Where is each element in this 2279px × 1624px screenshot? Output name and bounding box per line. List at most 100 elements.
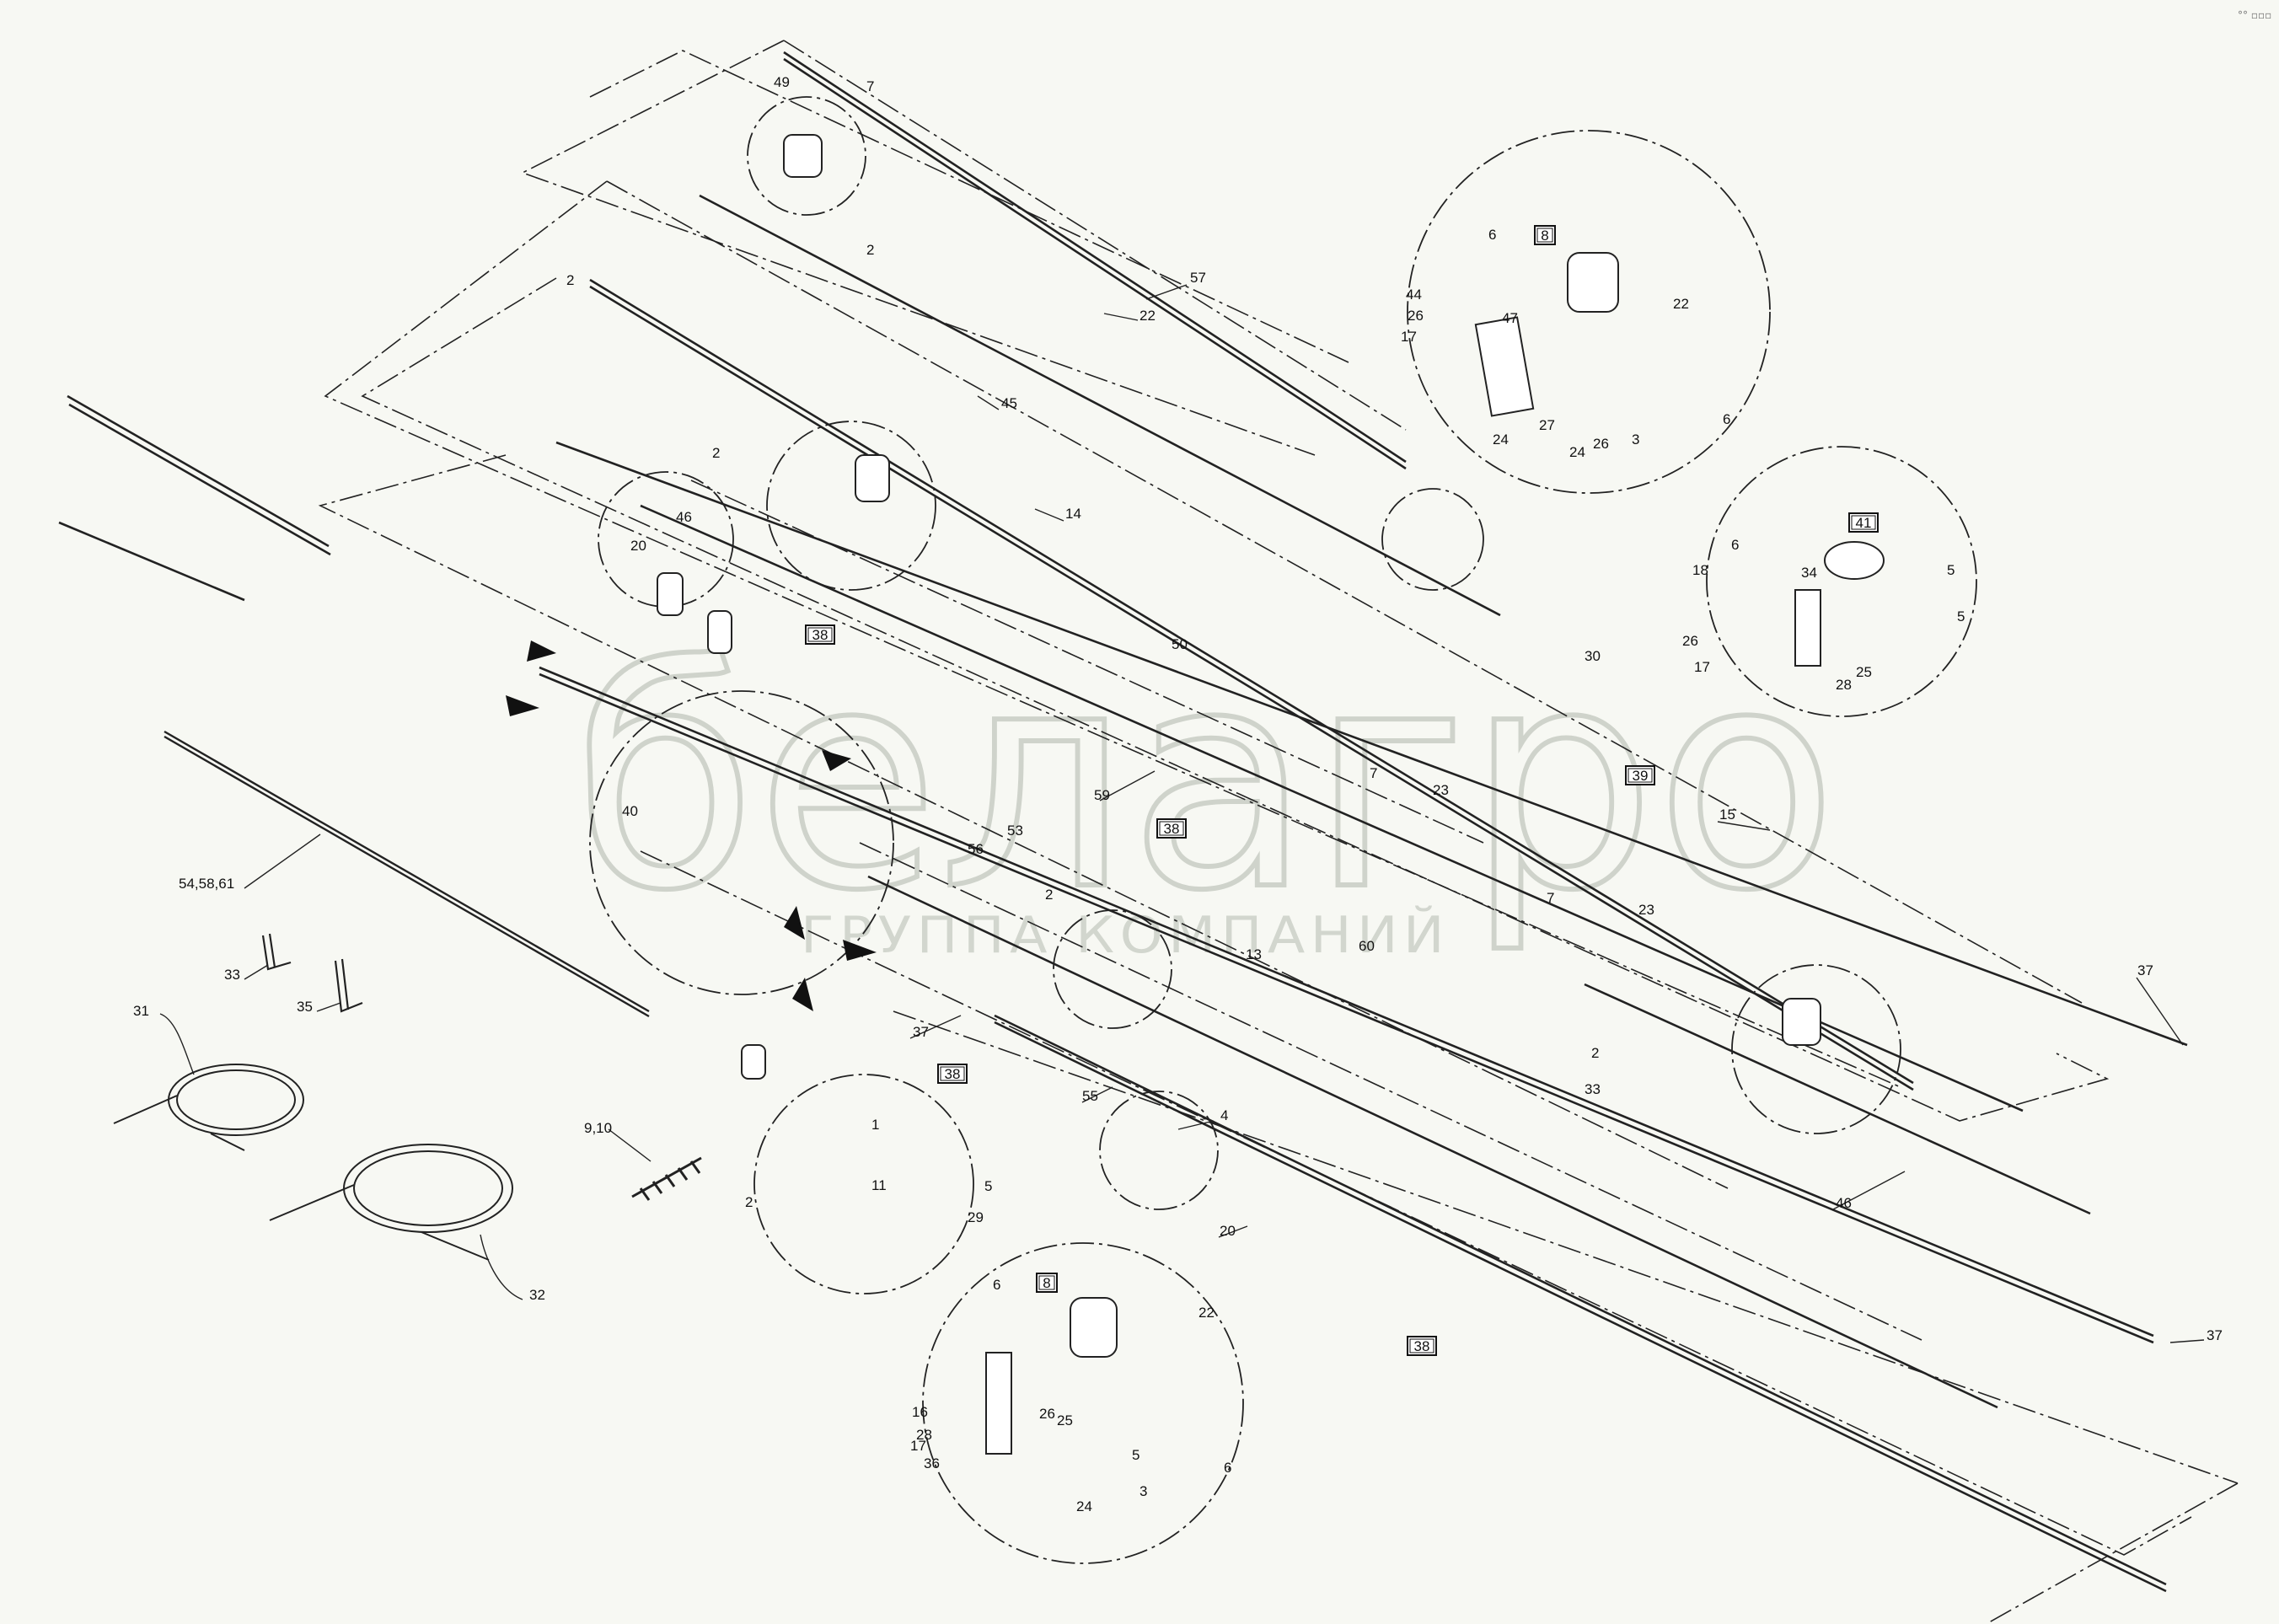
boxed-callout-text: 38: [1414, 1338, 1430, 1354]
boxed-part-callout: 38: [805, 624, 835, 645]
boxed-callout-text: 39: [1633, 768, 1649, 784]
part-callout: 5: [984, 1178, 992, 1194]
part-callout: 26: [1682, 633, 1698, 649]
part-callout: 40: [622, 803, 638, 819]
callout-box-inner: [1159, 821, 1184, 836]
part-callout: 24: [1569, 444, 1585, 460]
callout-box-inner: [807, 627, 833, 642]
part-callout: 30: [1585, 648, 1601, 664]
part-callout: 17: [910, 1438, 926, 1454]
part-callout: 20: [1220, 1223, 1236, 1239]
part-callout: 26: [1408, 308, 1424, 324]
part-callout: 32: [529, 1287, 545, 1303]
part-callout: 16: [912, 1404, 928, 1420]
callout-box-inner: [1038, 1275, 1055, 1290]
part-callout: 1: [871, 1117, 879, 1133]
part-callout: 6: [993, 1277, 1000, 1293]
part-callout: 5: [1947, 562, 1955, 578]
part-callout: 55: [1082, 1088, 1098, 1104]
callout-box-inner: [940, 1066, 965, 1081]
rod-part: [164, 730, 650, 1018]
part-callout: 25: [1856, 664, 1872, 680]
valve-details: [657, 134, 1885, 1455]
part-callout: 7: [1370, 765, 1377, 781]
part-callout: 13: [1246, 946, 1262, 962]
part-callout: 54,58,61: [179, 876, 234, 892]
part-callout: 6: [1731, 537, 1739, 553]
part-callout: 34: [1801, 565, 1817, 581]
part-callout: 2: [712, 445, 720, 461]
direction-arrows: [506, 640, 877, 1011]
boxed-callout-text: 41: [1856, 515, 1872, 531]
boxed-part-callout: 8: [1534, 225, 1556, 245]
part-callout: 7: [866, 78, 874, 94]
brackets: [261, 933, 363, 1013]
part-callout: 36: [924, 1455, 940, 1471]
part-callout: 37: [913, 1024, 929, 1040]
part-callout: 2: [1591, 1045, 1599, 1061]
part-callout: 2: [1045, 887, 1053, 903]
part-callout: 57: [1190, 270, 1206, 286]
part-callout: 18: [1692, 562, 1708, 578]
callout-box: [1156, 818, 1187, 839]
hose-coils: [113, 1064, 513, 1261]
part-callout: 7: [1547, 890, 1554, 906]
watermark-sub: ГРУППА КОМПАНИЙ: [801, 904, 1450, 965]
boxed-part-callout: 38: [1156, 818, 1187, 839]
callout-box-inner: [1409, 1338, 1434, 1353]
part-callout: 46: [676, 509, 692, 525]
leader-lines: [159, 284, 2205, 1343]
part-callout: 11: [871, 1177, 887, 1193]
assembly-outlines: [318, 40, 2239, 1623]
part-callout: 26: [1593, 436, 1609, 452]
part-callout: 53: [1007, 823, 1023, 839]
part-callout: 22: [1198, 1305, 1215, 1321]
part-callout: 24: [1493, 431, 1509, 448]
callout-box: [1625, 765, 1655, 785]
boxed-part-callout: 8: [1036, 1273, 1058, 1293]
callout-box: [937, 1064, 968, 1084]
boxed-callout-text: 38: [945, 1066, 961, 1082]
callout-box: [805, 624, 835, 645]
part-callout: 28: [1836, 677, 1852, 693]
callout-box-inner: [1851, 515, 1876, 530]
part-callout: 35: [297, 999, 313, 1015]
part-callout: 20: [630, 538, 646, 554]
boxed-part-callout: 38: [1407, 1336, 1437, 1356]
part-callout: 31: [133, 1003, 149, 1019]
callout-box-inner: [1627, 768, 1653, 783]
part-callout: 50: [1172, 636, 1188, 652]
part-callout: 24: [1076, 1498, 1092, 1514]
part-callout: 60: [1359, 938, 1375, 954]
part-callout: 17: [1694, 659, 1710, 675]
boxed-part-callout: 38: [937, 1064, 968, 1084]
part-callout: 2: [745, 1194, 753, 1210]
boxed-callout-text: 8: [1043, 1275, 1050, 1291]
part-callout: 47: [1502, 310, 1518, 326]
part-callout: 28: [916, 1427, 932, 1443]
callout-box: [1534, 225, 1556, 245]
corner-mark: °° ▫▫▫: [2238, 9, 2271, 21]
part-callout: 49: [774, 74, 790, 90]
part-callout: 5: [1957, 608, 1965, 624]
boxed-part-callout: 39: [1625, 765, 1655, 785]
part-callout: 17: [1401, 329, 1417, 345]
callout-box: [1848, 512, 1879, 533]
callout-box: [1036, 1273, 1058, 1293]
part-callout: 26: [1039, 1406, 1055, 1422]
part-callout: 4: [1220, 1107, 1228, 1123]
part-callout: 56: [968, 841, 984, 857]
part-callout: 46: [1836, 1195, 1852, 1211]
part-callout: 3: [1140, 1483, 1147, 1499]
detail-circles: [589, 96, 1977, 1564]
callout-box: [1407, 1336, 1437, 1356]
part-callout: 33: [224, 967, 240, 983]
part-callout: 23: [1433, 782, 1449, 798]
part-callout: 27: [1539, 417, 1555, 433]
part-callout: 22: [1673, 296, 1689, 312]
boxed-callout-text: 38: [1164, 821, 1180, 837]
part-callout: 14: [1065, 506, 1081, 522]
